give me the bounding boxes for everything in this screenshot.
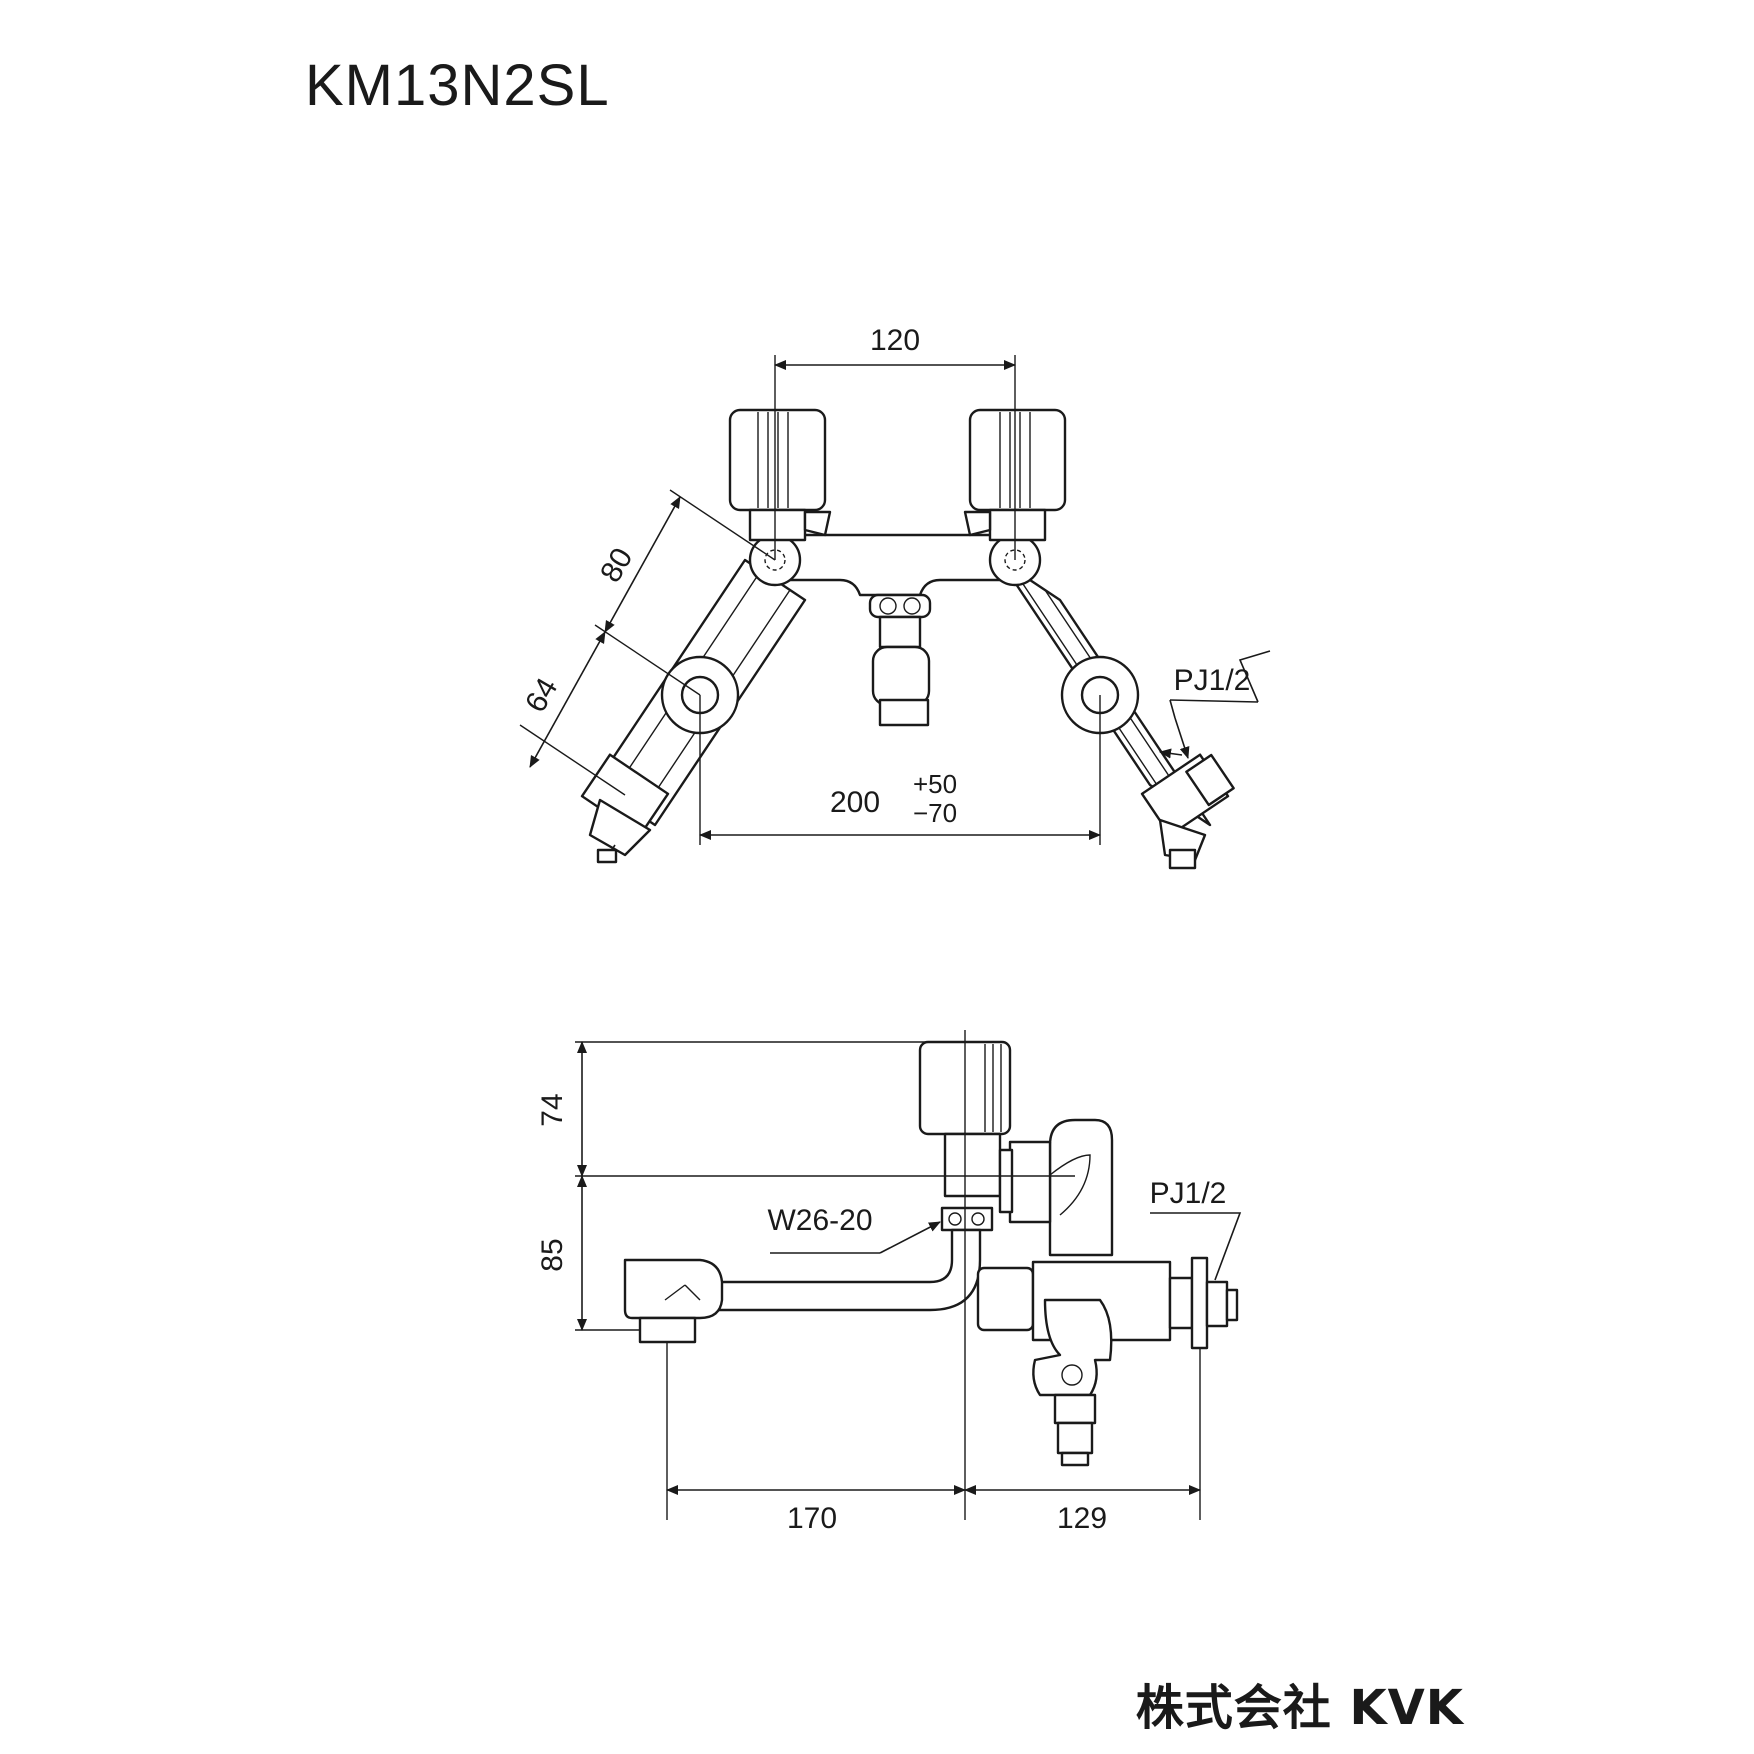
- side-union-nut: [1008, 1140, 1052, 1224]
- side-hose-outlet: [1032, 1298, 1113, 1397]
- dim-arm-lower: 64: [519, 673, 564, 718]
- model-title: KM13N2SL: [305, 53, 610, 118]
- spout-aerator: [638, 1316, 697, 1344]
- top-connection-label: PJ1/2: [1174, 664, 1251, 697]
- spout: [708, 1228, 982, 1312]
- company-logo: 株式会社 KVK: [1135, 1680, 1464, 1736]
- right-handle: [963, 408, 1067, 542]
- dim-spout-reach: 170: [787, 1502, 837, 1535]
- dim-height-upper: 74: [536, 1093, 569, 1126]
- side-wall-plate: [1190, 1256, 1209, 1350]
- dim-width-tol-minus: −70: [913, 798, 957, 828]
- side-body-cap: [976, 1266, 1035, 1332]
- dim-height-lower: 85: [536, 1238, 569, 1271]
- dim-handle-spacing: 120: [870, 324, 920, 357]
- top-view: 120 80 64 200 +50 −70 PJ1/2: [519, 324, 1271, 870]
- spout-head: [623, 1258, 724, 1320]
- dim-width-tol-plus: +50: [913, 769, 957, 799]
- side-connection-label: PJ1/2: [1150, 1177, 1227, 1210]
- dim-width: 200: [830, 786, 880, 819]
- side-flange: [1168, 1276, 1194, 1330]
- dim-depth: 129: [1057, 1502, 1107, 1535]
- side-view: 74 85 W26-20 PJ1/2 170 129: [536, 1030, 1242, 1535]
- spout-thread-label: W26-20: [767, 1204, 872, 1237]
- center-outlet: [868, 593, 932, 727]
- side-body-upper: [1048, 1118, 1114, 1257]
- left-handle: [728, 408, 832, 542]
